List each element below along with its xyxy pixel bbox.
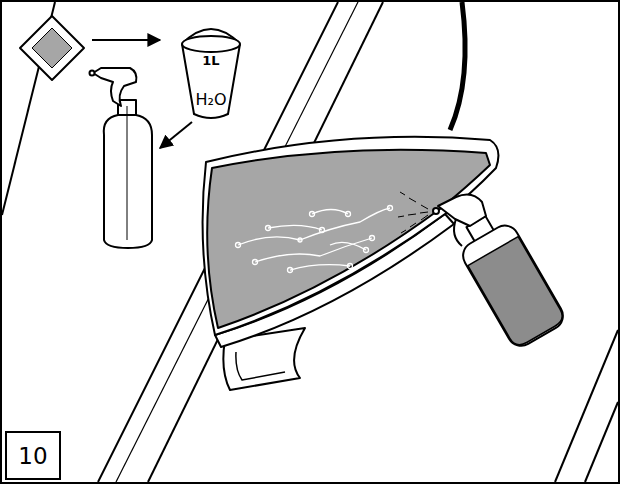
bottle-body [458, 221, 568, 351]
water-bucket: 1L H₂O [178, 16, 244, 124]
bottle-liquid [468, 237, 566, 349]
sprayer-head [93, 68, 136, 106]
board-edge [585, 402, 618, 482]
nozzle [90, 71, 95, 76]
descaler-powder [32, 28, 72, 68]
bottle-body [104, 115, 152, 248]
iron-base-edge [236, 352, 285, 380]
fill-arrow [160, 122, 192, 148]
dip-tube [127, 106, 128, 240]
step-number-box: 10 [5, 431, 61, 480]
bucket-outline [182, 36, 240, 52]
spray-mist [398, 192, 428, 233]
sprayer-head [438, 194, 486, 226]
sprayer-trigger [454, 219, 462, 246]
bucket-label: 1L [202, 54, 219, 67]
bucket-label: H₂O [195, 92, 226, 108]
iron-rim [203, 137, 499, 335]
power-cord [450, 2, 465, 130]
bucket-outline [182, 44, 240, 118]
board-edge [555, 330, 618, 482]
iron [203, 137, 499, 390]
nozzle [433, 208, 439, 214]
step-number: 10 [18, 445, 47, 468]
mixing-inset [20, 16, 192, 248]
pour-arrow [92, 39, 160, 41]
spray-bottle [433, 194, 568, 351]
descaler-sachet [20, 16, 84, 80]
soleplate [207, 150, 490, 328]
limescale-marks [236, 206, 393, 273]
